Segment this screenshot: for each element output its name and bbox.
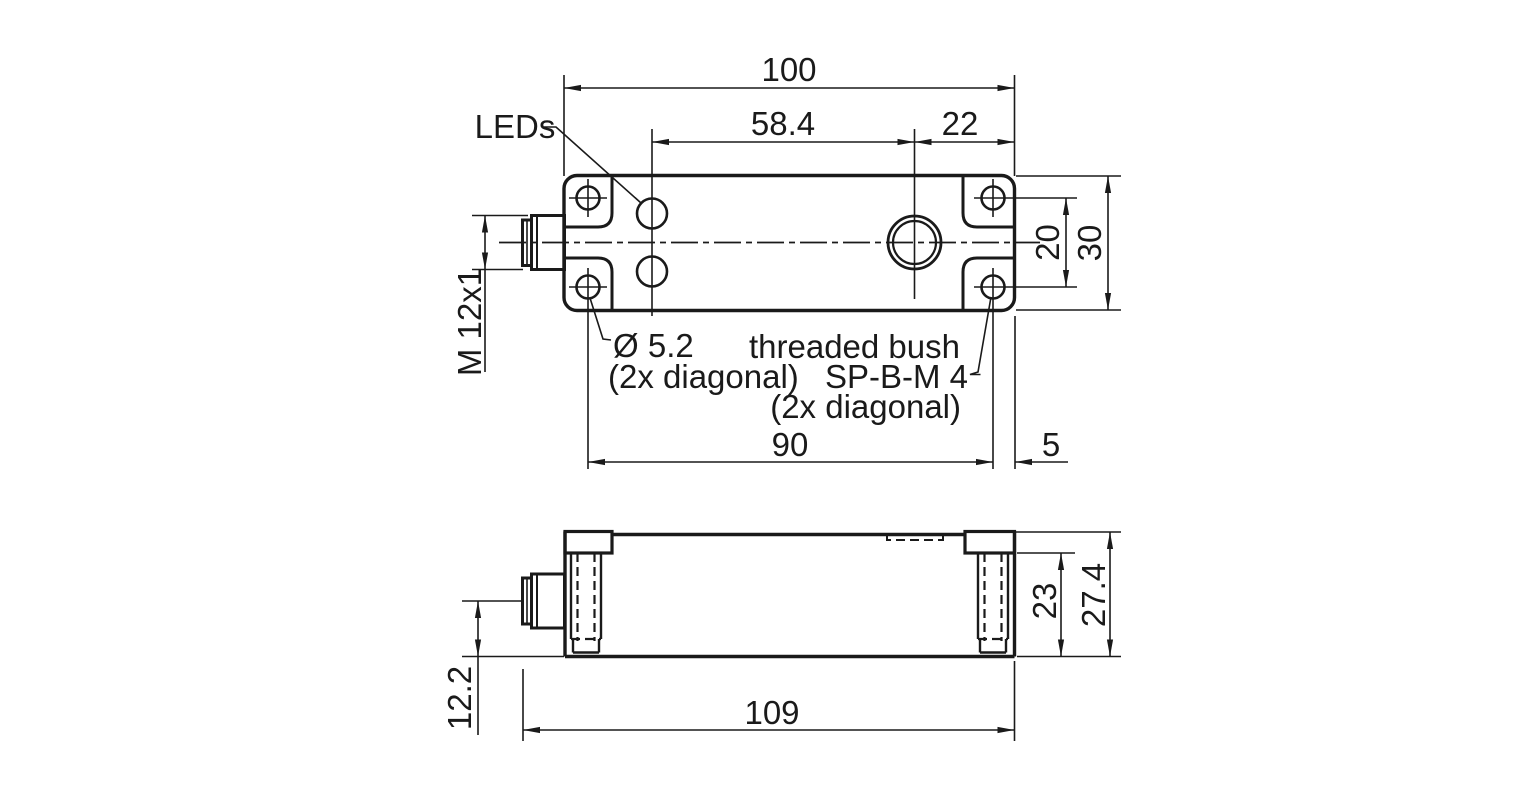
label-threaded-bush: threaded bush: [749, 328, 960, 365]
mounting-holes: [569, 179, 1077, 469]
top-view-extension-lines: [472, 75, 1121, 469]
corner-pocket-bottom-left: [566, 256, 614, 309]
corner-pocket-bottom-right: [961, 256, 1013, 309]
label-bush-note: (2x diagonal): [770, 388, 961, 425]
threaded-bush-leader: [969, 296, 992, 376]
dim-text-20: 20: [1029, 224, 1066, 261]
dim-text-5: 5: [1042, 426, 1060, 463]
label-leds: LEDs: [475, 108, 556, 145]
leds-leader: [544, 126, 642, 204]
m12-connector-side: [521, 572, 566, 630]
dim-text-100: 100: [761, 51, 816, 88]
side-view: 12.2 23 27.4 109: [441, 529, 1121, 741]
side-view-dimension-lines: [474, 532, 1114, 734]
side-view-extension-lines: [462, 531, 1121, 741]
dim-text-58-4: 58.4: [751, 105, 815, 142]
dim-text-22: 22: [942, 105, 979, 142]
hole-dia-leader: [589, 297, 612, 341]
hidden-sensing-recess: [886, 535, 944, 541]
top-view-dimension-lines: [481, 84, 1112, 466]
clamp-flange-left: [563, 529, 614, 555]
hidden-bush-left: [569, 553, 603, 654]
label-hole-note: (2x diagonal): [608, 358, 799, 395]
dim-text-m12x1: M 12x1: [451, 268, 488, 376]
label-hole-diameter: Ø 5.2: [613, 327, 694, 364]
top-view: 100 58.4 22 LEDs M 12x1 20 30 Ø 5.2 (2x …: [451, 51, 1121, 469]
clamp-flange-right: [963, 529, 1017, 555]
corner-pocket-top-left: [566, 177, 614, 229]
dim-text-90: 90: [772, 426, 809, 463]
m12-connector-top: [521, 214, 566, 271]
corner-pocket-top-right: [961, 177, 1013, 229]
dim-text-12-2: 12.2: [441, 666, 478, 730]
dim-text-27-4: 27.4: [1075, 563, 1112, 627]
dim-text-23: 23: [1026, 583, 1063, 620]
side-body-outline: [563, 529, 1017, 659]
leader-lines: [544, 126, 992, 376]
hidden-bush-right: [976, 553, 1010, 654]
dim-text-109: 109: [744, 694, 799, 731]
label-bush-type: SP-B-M 4: [825, 358, 968, 395]
dim-text-30: 30: [1071, 225, 1108, 262]
